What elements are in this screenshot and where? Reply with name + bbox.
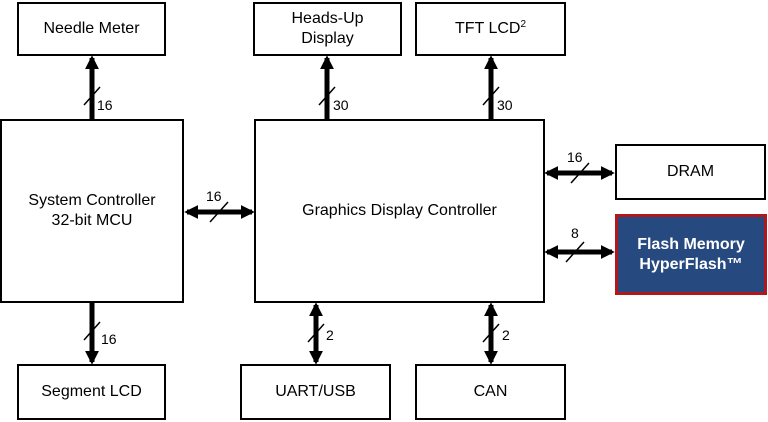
dram-block: DRAM	[615, 144, 766, 200]
graphics-display-controller-block: Graphics Display Controller	[254, 119, 545, 303]
flash-memory-label: Flash Memory HyperFlash™	[637, 235, 745, 275]
system-controller-block: System Controller 32-bit MCU	[0, 119, 184, 303]
needle-meter-block: Needle Meter	[17, 2, 166, 56]
heads-up-display-block: Heads-Up Display	[253, 2, 402, 56]
bus-width-label: 8	[571, 225, 579, 241]
segment-lcd-block: Segment LCD	[17, 364, 166, 420]
tft-lcd-footnote-mark: 2	[520, 19, 527, 30]
can-block: CAN	[415, 364, 566, 420]
graphics-display-controller-label: Graphics Display Controller	[302, 202, 497, 219]
bus-width-label: 16	[97, 97, 113, 113]
segment-lcd-label: Segment LCD	[41, 383, 142, 400]
bus-width-label: 16	[567, 149, 583, 165]
flash-memory-block: Flash Memory HyperFlash™	[615, 214, 767, 295]
bus-gdc-to-tft-lcd: 30	[482, 55, 513, 119]
bus-gdc-can: 2	[482, 302, 510, 365]
bus-width-label: 2	[502, 327, 510, 343]
tft-lcd-label: TFT LCD2	[455, 19, 526, 39]
tft-lcd-text: TFT LCD	[454, 20, 521, 37]
flash-memory-label-line1: Flash Memory	[637, 235, 745, 253]
uart-usb-label: UART/USB	[275, 383, 356, 400]
bus-mcu-to-needle-meter: 16	[83, 55, 113, 119]
bus-gdc-uart-usb: 2	[307, 302, 334, 365]
flash-memory-label-line2: HyperFlash™	[639, 255, 743, 273]
bus-gdc-flash: 8	[544, 225, 615, 263]
needle-meter-label: Needle Meter	[43, 20, 140, 37]
dram-label: DRAM	[666, 163, 715, 180]
system-controller-label: System Controller 32-bit MCU	[28, 191, 155, 231]
uart-usb-block: UART/USB	[240, 364, 391, 420]
bus-width-label: 30	[333, 97, 349, 113]
bus-width-label: 16	[101, 331, 117, 347]
heads-up-display-label: Heads-Up Display	[291, 9, 363, 49]
bus-mcu-to-segment-lcd: 16	[83, 302, 117, 365]
heads-up-display-label-line2: Display	[301, 30, 354, 47]
bus-width-label: 30	[497, 97, 513, 113]
system-controller-label-line2: 32-bit MCU	[51, 212, 133, 229]
bus-gdc-dram: 16	[544, 149, 615, 184]
bus-mcu-gdc: 16	[184, 188, 255, 223]
bus-width-label: 2	[326, 327, 334, 343]
bus-width-label: 16	[206, 188, 222, 204]
system-controller-label-line1: System Controller	[28, 192, 156, 209]
heads-up-display-label-line1: Heads-Up	[291, 10, 364, 27]
bus-gdc-to-hud: 30	[318, 55, 349, 119]
can-label: CAN	[473, 383, 508, 400]
tft-lcd-block: TFT LCD2	[415, 2, 566, 56]
